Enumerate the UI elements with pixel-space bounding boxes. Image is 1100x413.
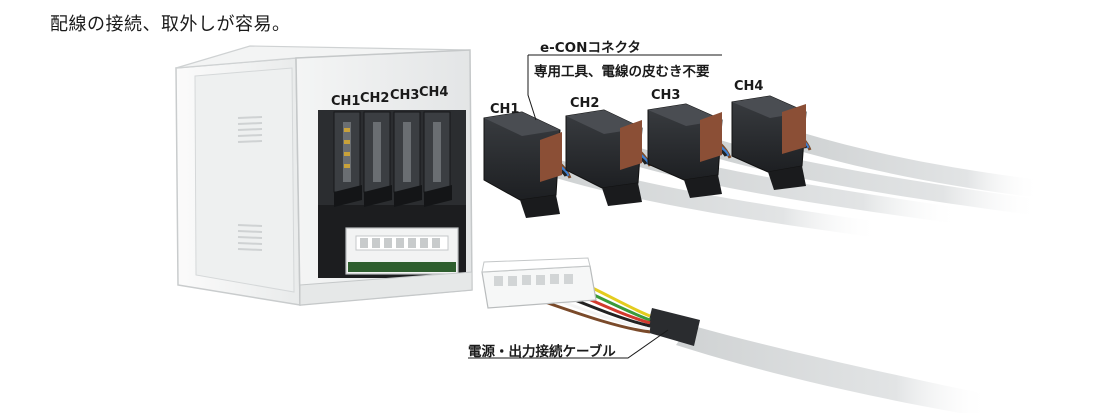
connector-label-ch2: CH2: [570, 96, 600, 111]
headline: 配線の接続、取外しが容易。: [50, 14, 291, 35]
connector-label-ch1: CH1: [490, 102, 520, 117]
connector-label-ch3: CH3: [651, 88, 681, 103]
econ-connector-ch4: [731, 95, 1040, 198]
power-output-cable: [481, 257, 990, 413]
econ-callout-title: e-CONコネクタ: [540, 40, 641, 56]
econ-callout-subtitle: 専用工具、電線の皮むき不要: [534, 64, 710, 80]
unit-label-ch3: CH3: [390, 88, 420, 103]
callout-lines: [468, 54, 722, 359]
unit-label-ch4: CH4: [419, 85, 449, 100]
unit-label-ch1: CH1: [331, 94, 361, 109]
econ-connector-ch1: [483, 111, 880, 238]
econ-connector-ch3: [647, 103, 1040, 216]
connector-label-ch4: CH4: [734, 79, 764, 94]
unit-label-ch2: CH2: [360, 91, 390, 106]
cable-callout: 電源・出力接続ケーブル: [468, 344, 616, 360]
controller-unit: [175, 45, 473, 306]
